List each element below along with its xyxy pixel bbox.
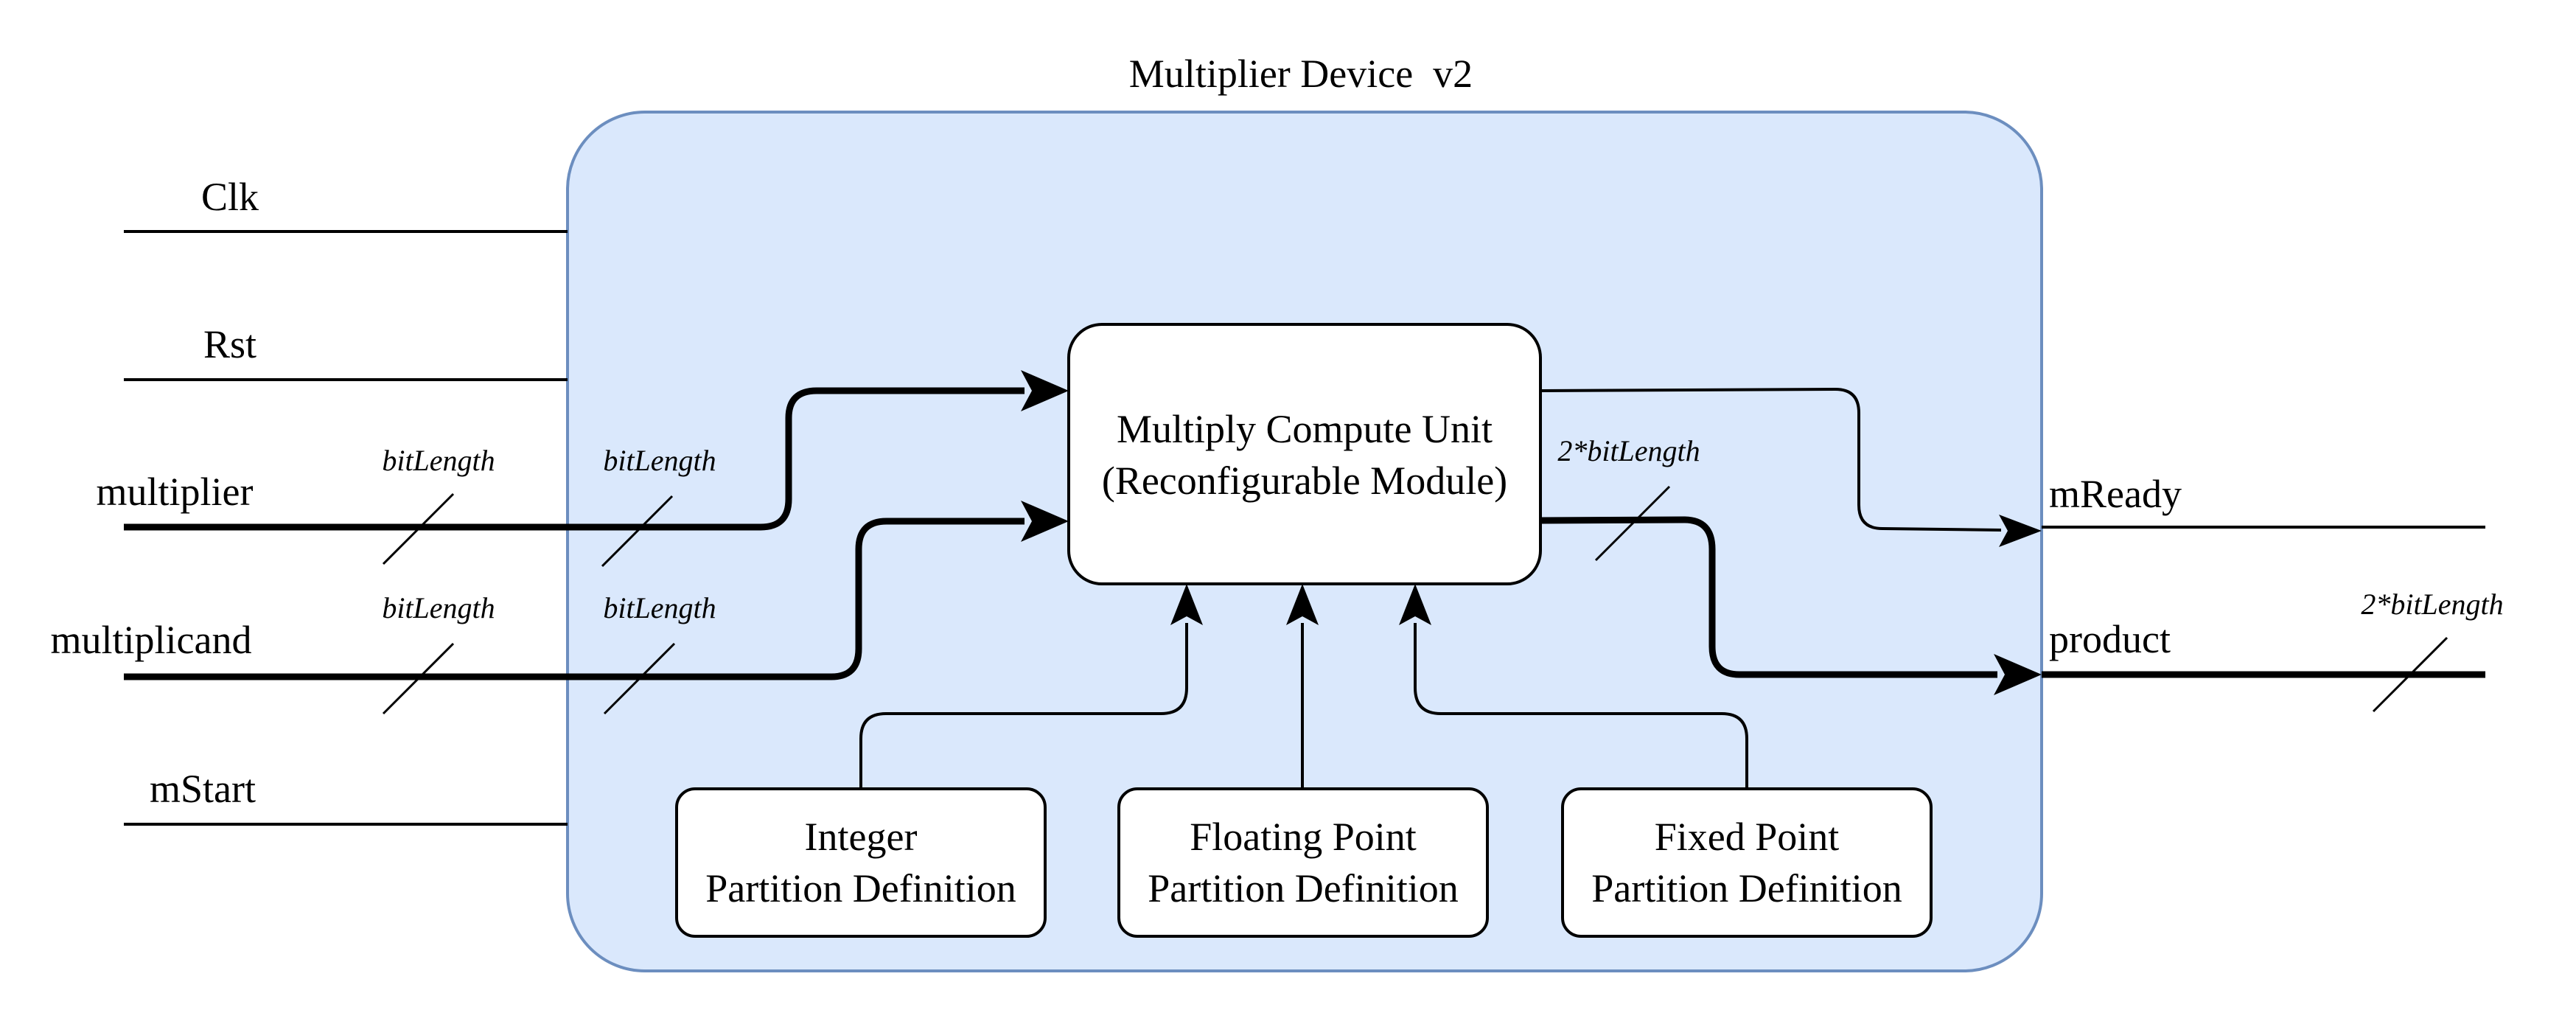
rst-label: Rst xyxy=(203,322,256,366)
product-arrowhead xyxy=(1994,654,2042,695)
integer-partition-connector xyxy=(859,623,1188,789)
product-ext-slash xyxy=(2372,636,2448,713)
multiplicand-ext-slash xyxy=(382,642,455,715)
multiplier-arrowhead xyxy=(1021,370,1069,411)
multiplier-bus xyxy=(124,387,1025,531)
multiplier-ext-slash xyxy=(382,492,455,565)
multiplicand-bus xyxy=(124,518,1025,680)
product-bus-internal xyxy=(1541,516,1997,678)
mready-label: mReady xyxy=(2049,472,2182,516)
multiplier-int-width: bitLength xyxy=(603,444,716,477)
integer-partition-box xyxy=(675,787,1047,938)
mstart-label: mStart xyxy=(150,767,256,811)
floating-partition-line2: Partition Definition xyxy=(1148,866,1458,910)
floating-partition-line1: Floating Point xyxy=(1190,815,1417,859)
compute-unit-box xyxy=(1067,323,1542,585)
multiplicand-ext-width: bitLength xyxy=(382,591,495,624)
fixed-partition-line1: Fixed Point xyxy=(1655,815,1840,859)
device-title: Multiplier Device v2 xyxy=(1129,52,1473,96)
product-label: product xyxy=(2049,617,2171,661)
product-int-width: 2*bitLength xyxy=(1557,434,1700,467)
fixed-connector-arrowhead xyxy=(1399,584,1431,625)
integer-partition-line1: Integer xyxy=(805,815,918,859)
multiplicand-arrowhead xyxy=(1021,501,1069,542)
compute-unit-title: Multiply Compute Unit xyxy=(1117,407,1493,451)
floating-connector-arrowhead xyxy=(1286,584,1319,625)
multiplier-label: multiplier xyxy=(97,470,254,514)
clk-label: Clk xyxy=(201,175,259,219)
product-ext-width: 2*bitLength xyxy=(2361,588,2503,621)
multiplicand-int-width: bitLength xyxy=(603,591,716,624)
multiplicand-label: multiplicand xyxy=(51,618,252,662)
fixed-partition-connector xyxy=(1414,623,1748,789)
integer-connector-arrowhead xyxy=(1170,584,1203,625)
compute-unit-subtitle: (Reconfigurable Module) xyxy=(1102,459,1507,503)
fixed-partition-line2: Partition Definition xyxy=(1591,866,1902,910)
floating-partition-box xyxy=(1117,787,1489,938)
multiplicand-int-slash xyxy=(603,642,676,715)
mready-arrowhead xyxy=(1999,515,2042,547)
fixed-partition-box xyxy=(1561,787,1933,938)
integer-partition-line2: Partition Definition xyxy=(705,866,1016,910)
product-int-slash xyxy=(1594,485,1671,562)
multiplier-ext-width: bitLength xyxy=(382,444,495,477)
mready-wire-internal xyxy=(1541,387,2002,532)
multiplier-int-slash xyxy=(601,495,674,568)
